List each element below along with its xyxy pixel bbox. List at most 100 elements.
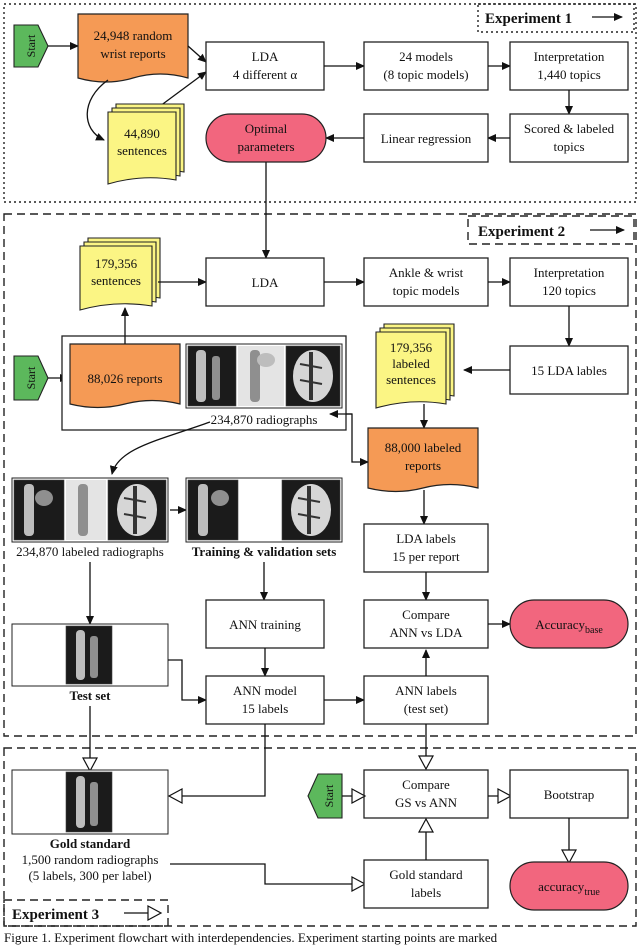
test-set-thumbnail	[65, 625, 113, 685]
sentences-2-line2: sentences	[91, 273, 141, 288]
start-2-marker	[13, 355, 49, 401]
gs-labels-box	[363, 859, 489, 909]
regression-label: Linear regression	[381, 131, 472, 146]
scored-topics-box	[509, 113, 629, 163]
lda-alpha-line1: LDA	[252, 49, 279, 64]
start-1-label: Start	[24, 34, 38, 57]
reports-88026-label: 88,026 reports	[87, 371, 162, 386]
regression-box	[363, 113, 489, 163]
ann-training-label: ANN training	[229, 617, 301, 632]
arrow-group-labeledradiographs	[109, 421, 211, 475]
ankle-wrist-line2: topic models	[393, 283, 460, 298]
experiment-3-tag-frame	[3, 899, 169, 927]
arrow-reports-sentences	[86, 79, 109, 141]
labeled-sentences-line2: labeled	[392, 356, 430, 371]
lda-labels-line1: LDA labels	[396, 531, 456, 546]
interpretation-2-box	[509, 257, 629, 307]
labeled-reports-doc	[367, 427, 479, 493]
scored-topics-line2: topics	[553, 139, 584, 154]
experiment-1-tag-frame	[477, 3, 635, 33]
interpretation-2-line2: 120 topics	[542, 283, 596, 298]
test-set-label: Test set	[69, 688, 111, 703]
sentences-1-line1: 44,890	[124, 126, 160, 141]
optimal-line2: parameters	[237, 139, 294, 154]
start-3-label: Start	[322, 784, 336, 807]
lda-2-box	[205, 257, 325, 307]
labeled-sentences-line1: 179,356	[390, 340, 433, 355]
ankle-wrist-line1: Ankle & wrist	[389, 265, 464, 280]
arrow-reports-lda	[187, 45, 207, 63]
ann-labels-line2: (test set)	[404, 701, 448, 716]
radiographs-thumbnails	[185, 343, 343, 409]
sentences-2-line1: 179,356	[95, 256, 138, 271]
scored-topics-line1: Scored & labeled	[524, 121, 615, 136]
labeled-sentences-doc	[375, 331, 447, 409]
wrist-reports-line2: wrist reports	[100, 46, 165, 61]
lda-lables-box	[509, 345, 629, 395]
wrist-reports-doc	[77, 13, 189, 83]
reports-88026-doc	[69, 343, 181, 409]
labeled-sentences-line3: sentences	[386, 372, 436, 387]
lda-labels-box	[363, 523, 489, 573]
arrow-model-gold	[167, 724, 266, 805]
wrist-reports-line1: 24,948 random	[94, 28, 173, 43]
interpretation-2-line1: Interpretation	[534, 265, 605, 280]
models-line1: 24 models	[399, 49, 453, 64]
gold-desc-line2: (5 labels, 300 per label)	[28, 868, 151, 883]
compare-gs-ann-line2: GS vs ANN	[395, 795, 458, 810]
lda-lables-label: 15 LDA lables	[531, 363, 607, 378]
figure-caption: Figure 1. Experiment flowchart with inte…	[4, 930, 498, 945]
models-line2: (8 topic models)	[383, 67, 468, 82]
accuracy-base-pill	[509, 599, 629, 649]
gs-labels-line2: labels	[411, 885, 441, 900]
gold-desc-line1: 1,500 random radiographs	[22, 852, 159, 867]
experiment-1-label: Experiment 1	[485, 11, 572, 27]
gs-labels-line1: Gold standard	[389, 867, 463, 882]
training-sets-thumbnails	[185, 477, 343, 543]
ann-model-box	[205, 675, 325, 725]
start-2-label: Start	[24, 366, 38, 389]
experiment-1-frame	[3, 3, 637, 203]
ann-model-line1: ANN model	[233, 683, 297, 698]
bootstrap-label: Bootstrap	[544, 787, 595, 802]
gold-standard-thumbnail	[65, 771, 113, 833]
sentences-2-doc	[79, 245, 153, 311]
ann-training-box	[205, 599, 325, 649]
start-1-marker	[13, 24, 49, 68]
lda-2-label: LDA	[252, 275, 279, 290]
accuracy-base-sub: base	[585, 625, 603, 636]
interpretation-1-line1: Interpretation	[534, 49, 605, 64]
experiment-2-tag-frame	[467, 215, 635, 245]
accuracy-base-text: Accuracybase	[535, 617, 603, 636]
sentences-1-line2: sentences	[117, 143, 167, 158]
ann-labels-box	[363, 675, 489, 725]
accuracy-true-sub: true	[584, 887, 600, 898]
ann-model-line2: 15 labels	[242, 701, 289, 716]
labeled-reports-line1: 88,000 labeled	[385, 440, 462, 455]
labeled-radiographs-thumbnails	[11, 477, 169, 543]
experiment-2-frame	[3, 213, 637, 737]
lda-labels-line2: 15 per report	[392, 549, 460, 564]
training-sets-label: Training & validation sets	[192, 544, 337, 559]
models-box	[363, 41, 489, 91]
arrow-gold-gslabels	[170, 863, 367, 893]
optimal-line1: Optimal	[245, 121, 288, 136]
lda-alpha-box	[205, 41, 325, 91]
arrow-group-labeledreports	[346, 413, 369, 466]
accuracy-true-main: accuracy	[538, 879, 585, 894]
compare-ann-lda-line2: ANN vs LDA	[390, 625, 464, 640]
accuracy-base-main: Accuracy	[535, 617, 585, 632]
interpretation-1-line2: 1,440 topics	[537, 67, 601, 82]
labeled-radiographs-label: 234,870 labeled radiographs	[16, 544, 164, 559]
ann-labels-line1: ANN labels	[395, 683, 457, 698]
accuracy-true-pill	[509, 861, 629, 911]
radiographs-label: 234,870 radiographs	[211, 412, 318, 427]
experiment-2-label: Experiment 2	[478, 224, 565, 240]
compare-gs-ann-line1: Compare	[402, 777, 450, 792]
bootstrap-box	[509, 769, 629, 819]
compare-ann-lda-line1: Compare	[402, 607, 450, 622]
lda-alpha-line2: 4 different α	[233, 67, 298, 82]
labeled-reports-line2: reports	[405, 458, 441, 473]
gold-standard-label: Gold standard	[50, 836, 131, 851]
